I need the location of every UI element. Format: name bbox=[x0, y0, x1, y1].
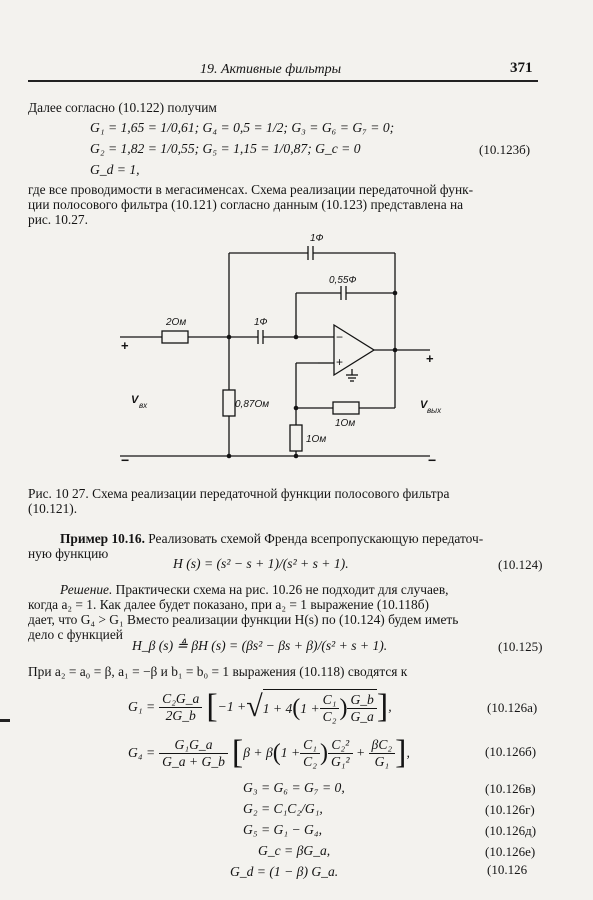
eq-10126e: G_c = βG_a, bbox=[258, 843, 331, 858]
eq-10126b-number: (10.126б) bbox=[485, 744, 537, 759]
eq-10124-formula: H (s) = (s² − s + 1)/(s² + s + 1). bbox=[173, 556, 349, 571]
bracket-left-b: [ bbox=[231, 734, 244, 771]
eq-10123-line1: G₁ = 1,65 = 1/0,61; G₄ = 0,5 = 1/2; G₃ =… bbox=[90, 120, 395, 135]
v-out-label: V bbox=[420, 399, 429, 411]
example-line2: ную функцию bbox=[28, 546, 109, 561]
solution-line3: дает, что G₄ > G₁ Вместо реализации функ… bbox=[28, 612, 459, 627]
eq-10126b-lhs: G₄ = bbox=[128, 745, 156, 760]
eq-10126a-den: 2G_b bbox=[165, 707, 196, 723]
para1-line2: ции полосового фильтра (10.121) согласно… bbox=[28, 197, 464, 212]
circuit-diagram: 1Ф 0,55Ф 2Ом 1Ф 0,87Ом 1Ом 1Ом − + + + −… bbox=[120, 233, 442, 468]
sqrt-sign: √ bbox=[246, 690, 263, 723]
label-res-shunt: 0,87Ом bbox=[235, 399, 269, 410]
running-header: 19. Активные фильтры bbox=[200, 62, 342, 77]
eq-10126d-number: (10.126д) bbox=[485, 823, 537, 838]
page-number: 371 bbox=[510, 60, 533, 76]
bc2: βC₂ bbox=[368, 737, 396, 754]
eq-10123-number: (10.123б) bbox=[479, 142, 531, 157]
eq-10126b-den: G_a + G_b bbox=[162, 753, 225, 769]
eq-10126g-number: (10.126г) bbox=[485, 802, 535, 817]
v-in-label: V bbox=[131, 394, 140, 406]
eq-10126zh: G_d = (1 − β) G_a. bbox=[230, 864, 339, 879]
eq-10126b-fraction: G₁G_a G_a + G_b bbox=[159, 737, 228, 770]
para3: При a₂ = a₀ = β, a₁ = −β и b₁ = b₀ = 1 в… bbox=[28, 664, 408, 679]
output-plus-sign: + bbox=[426, 351, 434, 366]
margin-mark bbox=[0, 719, 10, 722]
example-text1: Реализовать схемой Френда всепропускающу… bbox=[144, 531, 484, 546]
eq-10126a-num: C₂G_a bbox=[159, 691, 203, 708]
bracket-left: [ bbox=[206, 688, 218, 725]
eq-10126v-number: (10.126в) bbox=[485, 781, 536, 796]
v-out-subscript: вых bbox=[427, 406, 442, 415]
eq-10126b-beta: β + β bbox=[243, 745, 273, 760]
label-res-ground: 1Ом bbox=[306, 434, 326, 445]
solution-line1: Решение. Практически схема на рис. 10.26… bbox=[60, 582, 449, 598]
opamp-plus-sign: + bbox=[336, 355, 343, 369]
opamp-minus-sign: − bbox=[336, 330, 343, 344]
c2: C₂ bbox=[322, 709, 337, 724]
label-res-in: 2Ом bbox=[165, 317, 186, 328]
eq-10126a-number: (10.126а) bbox=[487, 700, 538, 715]
v-in-subscript: вх bbox=[139, 401, 148, 410]
paren-left: ( bbox=[292, 695, 301, 721]
eq-10126zh-number: (10.126 bbox=[487, 862, 528, 877]
header-rule bbox=[28, 80, 538, 82]
eq-10126d: G₅ = G₁ − G₄, bbox=[243, 822, 322, 837]
eq-10126v: G₃ = G₆ = G₇ = 0, bbox=[243, 780, 345, 795]
paren-right: ) bbox=[339, 695, 348, 721]
eq-10125-number: (10.125) bbox=[498, 639, 543, 654]
label-cap-top: 1Ф bbox=[310, 233, 324, 244]
c1-b: C₁ bbox=[300, 737, 320, 754]
eq-10126e-number: (10.126е) bbox=[485, 844, 536, 859]
input-minus-sign: − bbox=[121, 452, 129, 468]
eq-10126a-tail: , bbox=[388, 699, 392, 714]
eq-10126g: G₂ = C₁C₂/G₁, bbox=[243, 801, 323, 816]
ga: G_a bbox=[350, 709, 374, 724]
eq-10125-formula: H_β (s) ≜ βH (s) = (βs² − βs + β)/(s² + … bbox=[132, 638, 388, 653]
g1: G₁ bbox=[374, 753, 390, 769]
para1-line3: рис. 10.27. bbox=[28, 212, 88, 227]
para1-line1: где все проводимости в мегасименсах. Схе… bbox=[28, 182, 474, 197]
eq-10123-line2: G₂ = 1,82 = 1/0,55; G₅ = 1,15 = 1/0,87; … bbox=[90, 141, 361, 156]
label-cap-series: 1Ф bbox=[254, 317, 268, 328]
eq-10124-number: (10.124) bbox=[498, 557, 543, 572]
eq-10126a-inner2: 1 + 4 bbox=[262, 700, 293, 716]
bracket-right: ] bbox=[376, 688, 389, 725]
solution-line4: дело с функцией bbox=[28, 627, 123, 642]
eq-10126a-fraction: C₂G_a 2G_b bbox=[159, 691, 203, 724]
example-line1: Пример 10.16. Реализовать схемой Френда … bbox=[60, 531, 483, 547]
eq-10126a-lhs: G₁ = bbox=[128, 699, 156, 714]
eq-10126a-inner: −1 + bbox=[217, 699, 247, 714]
figure-caption-line1: Рис. 10 27. Схема реализации передаточно… bbox=[28, 486, 450, 501]
example-title: Пример 10.16. bbox=[60, 531, 145, 546]
solution-text1: Практически схема на рис. 10.26 не подхо… bbox=[112, 582, 449, 597]
bracket-right-b: ] bbox=[395, 734, 407, 771]
input-plus-sign: + bbox=[121, 338, 129, 353]
label-res-feedback: 1Ом bbox=[335, 418, 355, 429]
solution-label: Решение. bbox=[60, 582, 113, 597]
label-cap-feedback: 0,55Ф bbox=[329, 275, 356, 286]
eq-10126b-num: G₁G_a bbox=[159, 737, 228, 754]
c2sq: C₂² bbox=[327, 737, 353, 754]
c1: C₁ bbox=[319, 692, 340, 709]
solution-line2: когда a₂ = 1. Как далее будет показано, … bbox=[28, 597, 429, 612]
output-minus-sign: − bbox=[428, 452, 436, 468]
paren-right-b: ) bbox=[319, 739, 328, 766]
g1sq: G₁² bbox=[330, 753, 350, 769]
gb: G_b bbox=[347, 692, 377, 709]
eq-10123-line3: G_d = 1, bbox=[90, 162, 140, 177]
paren-left-b: ( bbox=[272, 739, 281, 766]
figure-caption-line2: (10.121). bbox=[28, 501, 78, 516]
intro-line: Далее согласно (10.122) получим bbox=[28, 100, 217, 115]
c2-b: C₂ bbox=[303, 753, 317, 769]
